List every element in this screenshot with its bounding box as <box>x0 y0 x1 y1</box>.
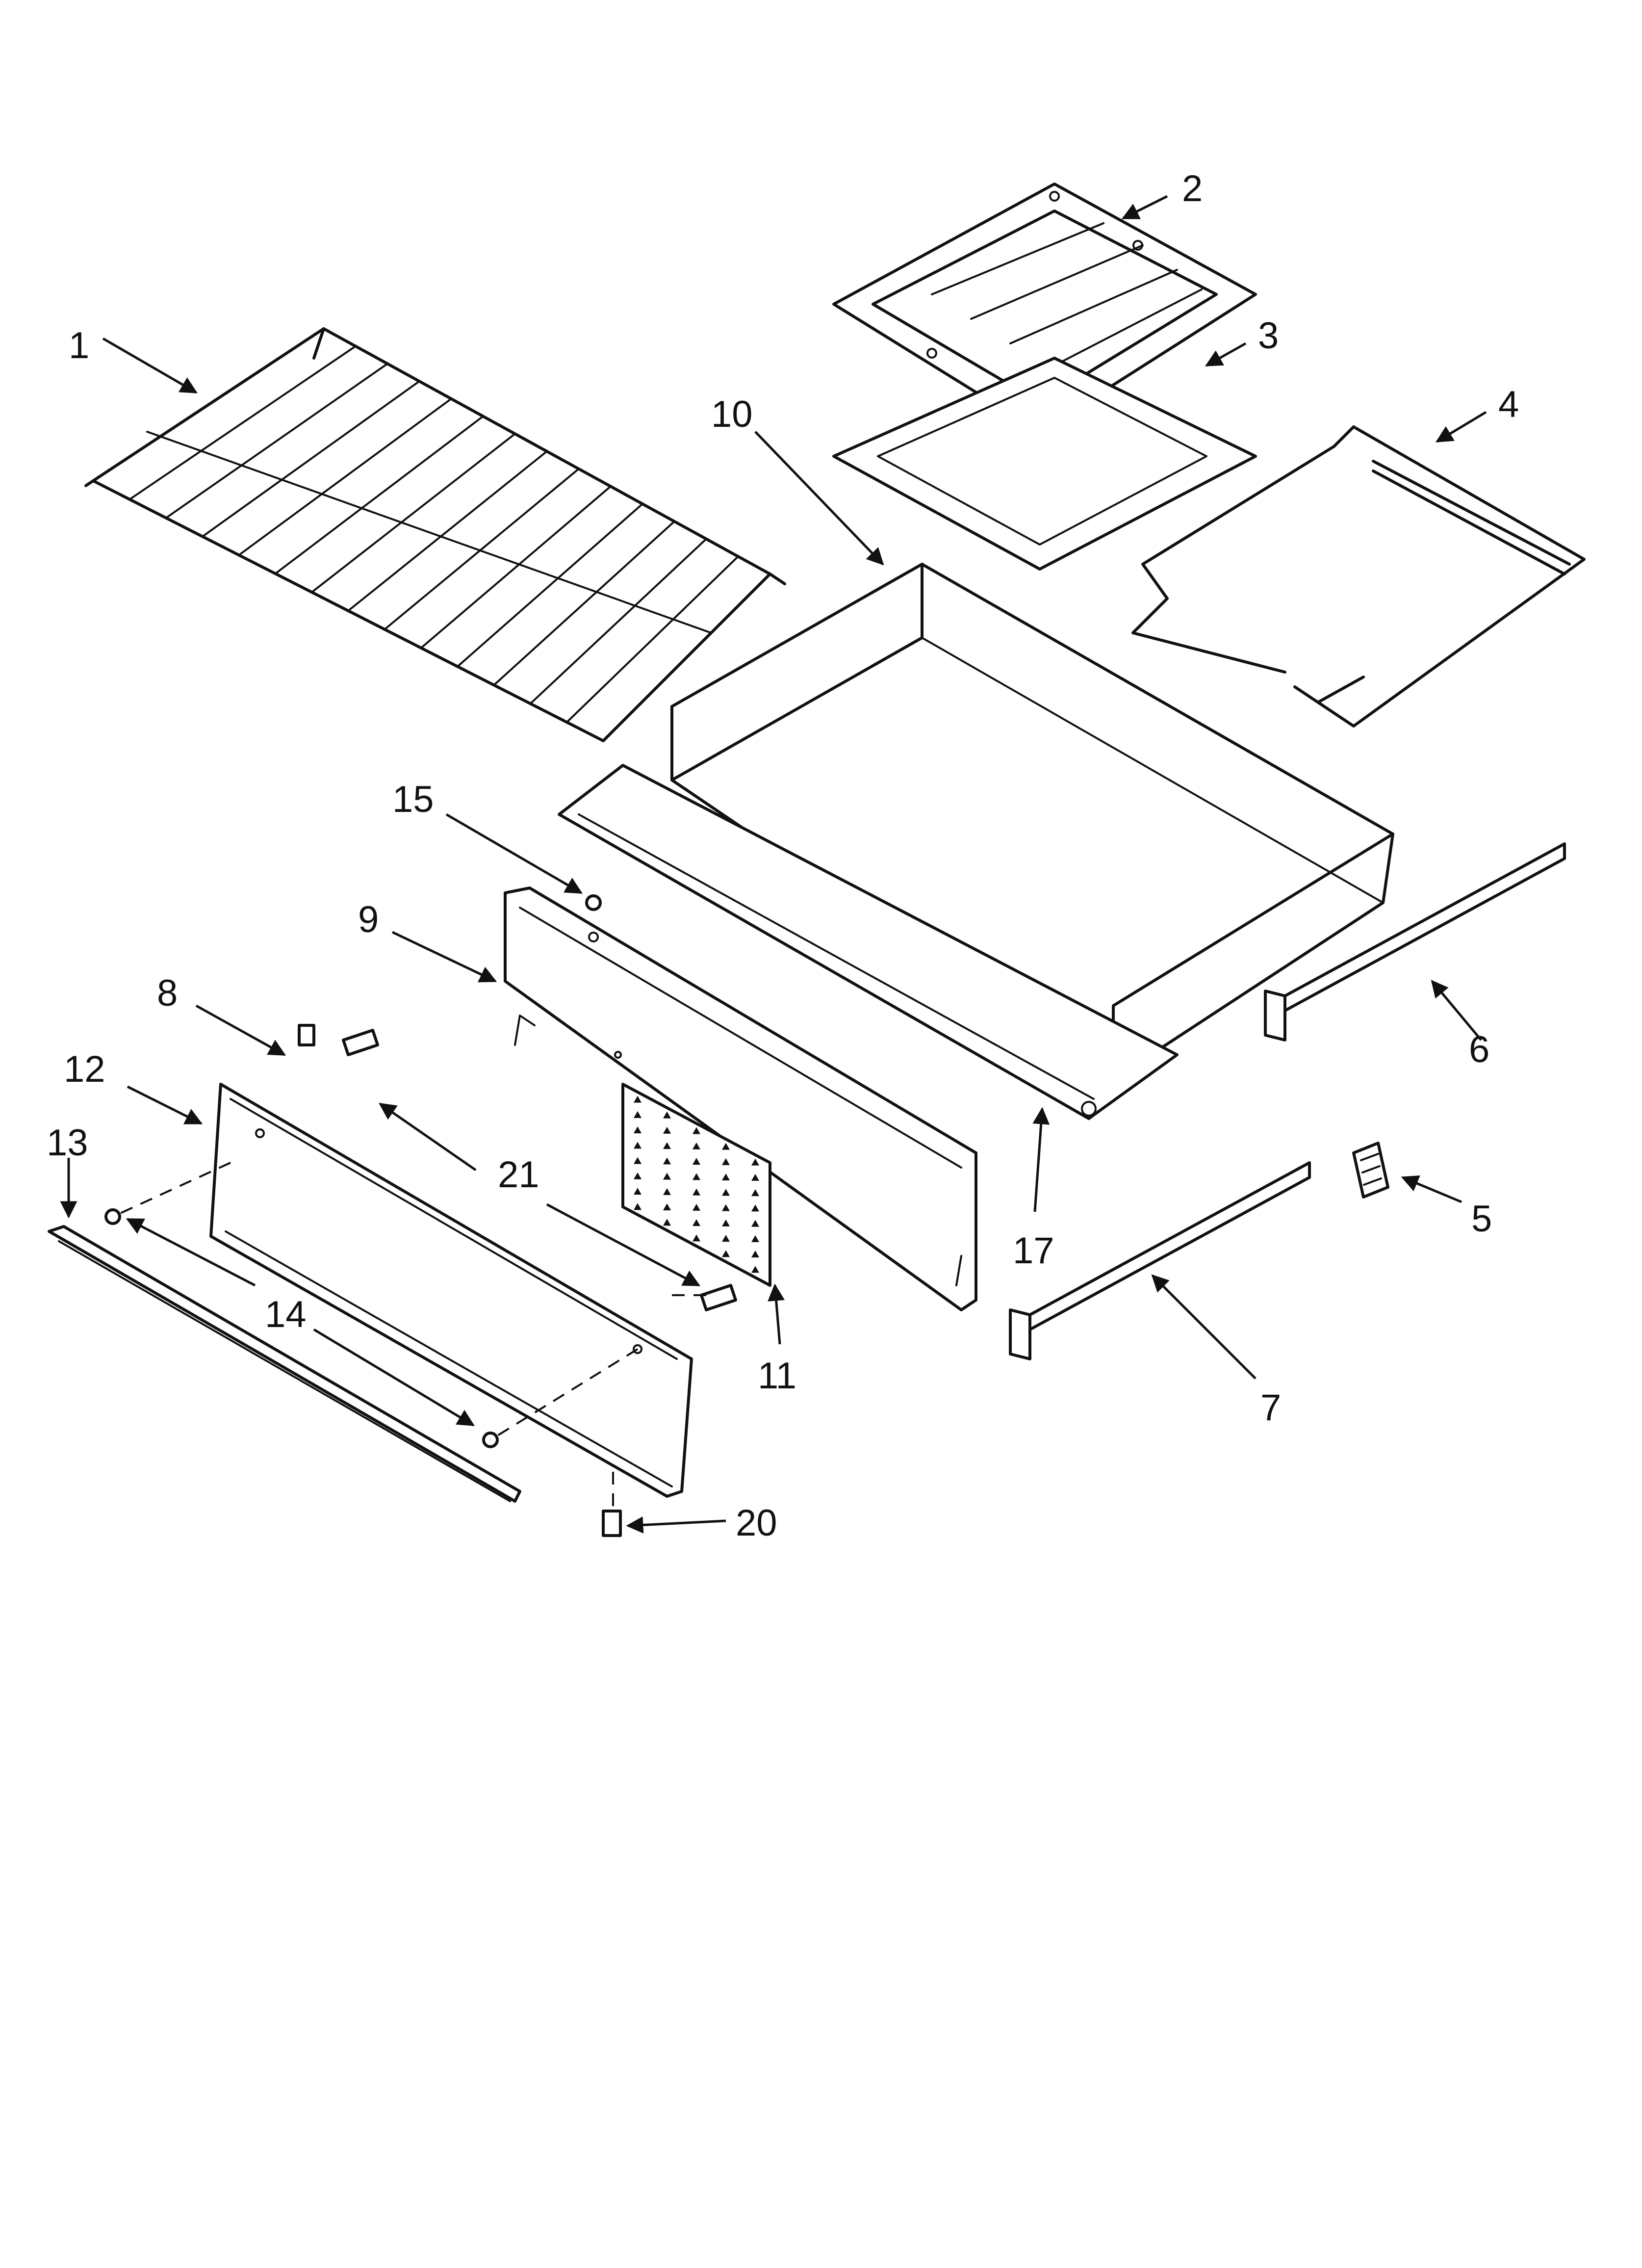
drawer-slide-left <box>1009 1161 1311 1360</box>
drawer-body <box>558 563 1394 1120</box>
insulation-speckle <box>722 1235 730 1242</box>
insulation-speckle <box>751 1251 759 1258</box>
insulation-speckle <box>693 1219 700 1226</box>
drawer-support-wire <box>1131 425 1586 728</box>
insulation-speckle <box>663 1157 671 1165</box>
callout-label-7: 7 <box>1260 1387 1281 1429</box>
rack-bar <box>310 433 516 594</box>
insulation-speckle <box>693 1158 700 1165</box>
insulation-speckle <box>751 1189 759 1197</box>
drawer-front-panel <box>504 886 977 1311</box>
callout-label-1: 1 <box>69 325 89 366</box>
insulation-speckle <box>693 1142 700 1149</box>
callout-label-10: 10 <box>711 393 753 435</box>
insulation-speckle <box>722 1143 730 1150</box>
insulation-speckle <box>722 1189 730 1196</box>
callout-label-17: 17 <box>1013 1230 1054 1272</box>
callout-label-2: 2 <box>1182 168 1203 209</box>
callout-label-20: 20 <box>736 1502 777 1544</box>
callout-label-6: 6 <box>1469 1029 1489 1070</box>
slide-bracket <box>1352 1142 1389 1199</box>
insulation-speckle <box>663 1188 671 1195</box>
rack-bar <box>128 345 357 500</box>
insulation-speckle <box>693 1234 700 1242</box>
callout-label-3: 3 <box>1258 315 1279 357</box>
callouts: 1 2 3 4 5 6 7 8 9 10 11 12 13 14 15 17 <box>47 168 1519 1544</box>
callout-label-15: 15 <box>392 779 434 820</box>
insulation-speckle <box>751 1220 759 1227</box>
insulation-speckle <box>634 1126 641 1134</box>
callout-label-14: 14 <box>265 1294 307 1335</box>
callout-label-11: 11 <box>758 1355 796 1397</box>
rack-bar <box>347 450 548 612</box>
insulation-speckle <box>634 1142 641 1149</box>
rack-bar <box>384 468 580 630</box>
rack-bar <box>565 555 739 724</box>
insulation-speckle <box>663 1111 671 1119</box>
insulation-speckle <box>634 1095 641 1103</box>
insulation-speckle <box>751 1235 759 1242</box>
insulation-speckle <box>663 1126 671 1134</box>
insulation-speckle <box>634 1157 641 1164</box>
callout-label-8: 8 <box>157 972 178 1014</box>
insulation-panel <box>621 1083 771 1287</box>
oven-rack <box>84 327 786 742</box>
insulation-speckle <box>663 1142 671 1149</box>
insulation-speckle <box>751 1173 759 1181</box>
insulation-speckle <box>722 1219 730 1226</box>
callout-label-5: 5 <box>1471 1198 1492 1240</box>
rack-bar <box>456 503 643 668</box>
insulation-speckle <box>751 1266 759 1273</box>
callout-label-4: 4 <box>1498 384 1519 425</box>
insulation-speckle <box>634 1172 641 1179</box>
trim-strip <box>48 1225 521 1503</box>
insulation-speckle <box>663 1219 671 1226</box>
insulation-speckle <box>751 1204 759 1212</box>
rack-bar <box>420 485 612 649</box>
drawer-slide-right <box>1264 842 1566 1042</box>
insulation-speckle <box>722 1250 730 1257</box>
callout-label-9: 9 <box>358 899 379 940</box>
insulation-speckle <box>693 1127 700 1134</box>
insulation-speckle <box>751 1158 759 1166</box>
rack-bar <box>274 415 484 575</box>
insulation-speckle <box>693 1188 700 1196</box>
callout-label-21: 21 <box>498 1154 539 1196</box>
insulation-speckle <box>663 1203 671 1211</box>
insulation-speckle <box>722 1173 730 1181</box>
insulation-speckle <box>722 1158 730 1165</box>
rack-bar <box>529 538 707 705</box>
drawer-front-outer <box>209 1083 693 1498</box>
rack-bar <box>493 520 675 686</box>
insulation-speckle <box>693 1173 700 1180</box>
rack-bar <box>201 380 420 538</box>
insulation-speckle <box>634 1203 641 1210</box>
insulation-speckle <box>693 1203 700 1211</box>
rack-bar <box>165 363 388 519</box>
insulation-speckle <box>722 1204 730 1211</box>
callout-label-12: 12 <box>64 1048 105 1090</box>
broiler-pan <box>832 357 1257 571</box>
insulation-speckle <box>634 1188 641 1195</box>
callout-label-13: 13 <box>47 1122 88 1164</box>
insulation-speckle <box>634 1111 641 1118</box>
rack-bar <box>238 397 452 556</box>
insulation-speckle <box>663 1173 671 1180</box>
fastener-screws <box>104 894 737 1537</box>
